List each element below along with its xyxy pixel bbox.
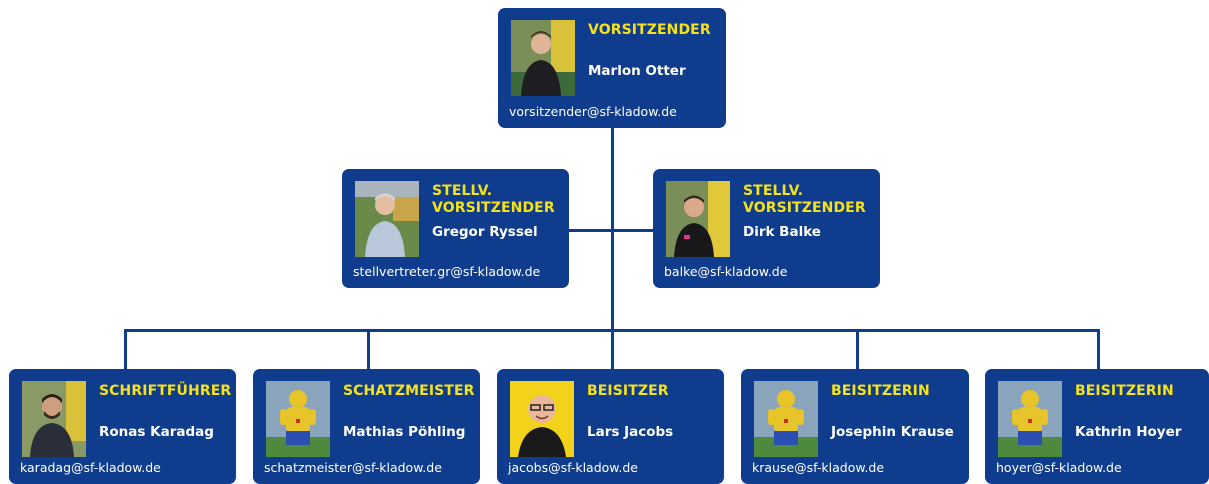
member-card: BEISITZERIN Josephin Krause krause@sf-kl…: [741, 369, 969, 484]
connector-drop-2: [367, 329, 370, 370]
member-photo: [754, 381, 818, 457]
portrait-man-glasses-yellow-bg-icon: [510, 381, 574, 457]
chairman-name: Marlon Otter: [588, 63, 686, 79]
connector-members-bar: [124, 329, 1100, 332]
connector-drop-4: [856, 329, 859, 370]
mascot-placeholder-icon: [998, 381, 1062, 457]
member-role: BEISITZERIN: [1075, 383, 1174, 399]
member-card: BEISITZER Lars Jacobs jacobs@sf-kladow.d…: [497, 369, 724, 484]
connector-trunk: [611, 125, 614, 370]
deputy-email[interactable]: balke@sf-kladow.de: [664, 264, 788, 279]
member-photo: [22, 381, 86, 457]
member-card: SCHATZMEISTER Mathias Pöhling schatzmeis…: [253, 369, 480, 484]
member-name: Mathias Pöhling: [343, 424, 466, 440]
deputy-photo: [355, 181, 419, 257]
deputy-name: Gregor Ryssel: [432, 224, 538, 240]
chairman-email[interactable]: vorsitzender@sf-kladow.de: [509, 104, 677, 119]
member-name: Lars Jacobs: [587, 424, 674, 440]
member-card: BEISITZERIN Kathrin Hoyer hoyer@sf-klado…: [985, 369, 1209, 484]
member-photo: [266, 381, 330, 457]
connector-drop-5: [1097, 329, 1100, 370]
member-email[interactable]: karadag@sf-kladow.de: [20, 460, 161, 475]
portrait-man-grey-hair-icon: [355, 181, 419, 257]
member-photo: [510, 381, 574, 457]
member-email[interactable]: schatzmeister@sf-kladow.de: [264, 460, 442, 475]
member-name: Ronas Karadag: [99, 424, 214, 440]
connector-deputies-bar: [568, 229, 654, 232]
member-role: SCHATZMEISTER: [343, 383, 475, 399]
portrait-man-beard-icon: [22, 381, 86, 457]
member-role: BEISITZERIN: [831, 383, 930, 399]
connector-drop-1: [124, 329, 127, 370]
portrait-man-black-shirt-icon: [666, 181, 730, 257]
deputy-photo: [666, 181, 730, 257]
chairman-role: VORSITZENDER: [588, 22, 711, 38]
member-email[interactable]: krause@sf-kladow.de: [752, 460, 885, 475]
member-role: BEISITZER: [587, 383, 669, 399]
deputy-role: STELLV. VORSITZENDER: [743, 183, 866, 216]
chairman-card: VORSITZENDER Marlon Otter vorsitzender@s…: [498, 8, 726, 128]
mascot-placeholder-icon: [754, 381, 818, 457]
deputy-email[interactable]: stellvertreter.gr@sf-kladow.de: [353, 264, 541, 279]
member-email[interactable]: jacobs@sf-kladow.de: [508, 460, 638, 475]
deputy-role: STELLV. VORSITZENDER: [432, 183, 555, 216]
chairman-photo: [511, 20, 575, 96]
deputy-name: Dirk Balke: [743, 224, 821, 240]
member-email[interactable]: hoyer@sf-kladow.de: [996, 460, 1122, 475]
member-name: Josephin Krause: [831, 424, 954, 440]
member-name: Kathrin Hoyer: [1075, 424, 1182, 440]
member-card: SCHRIFTFÜHRER Ronas Karadag karadag@sf-k…: [9, 369, 236, 484]
mascot-placeholder-icon: [266, 381, 330, 457]
member-role: SCHRIFTFÜHRER: [99, 383, 232, 399]
deputy-card: STELLV. VORSITZENDER Gregor Ryssel stell…: [342, 169, 569, 288]
portrait-man-dark-jacket-icon: [511, 20, 575, 96]
member-photo: [998, 381, 1062, 457]
deputy-card: STELLV. VORSITZENDER Dirk Balke balke@sf…: [653, 169, 880, 288]
